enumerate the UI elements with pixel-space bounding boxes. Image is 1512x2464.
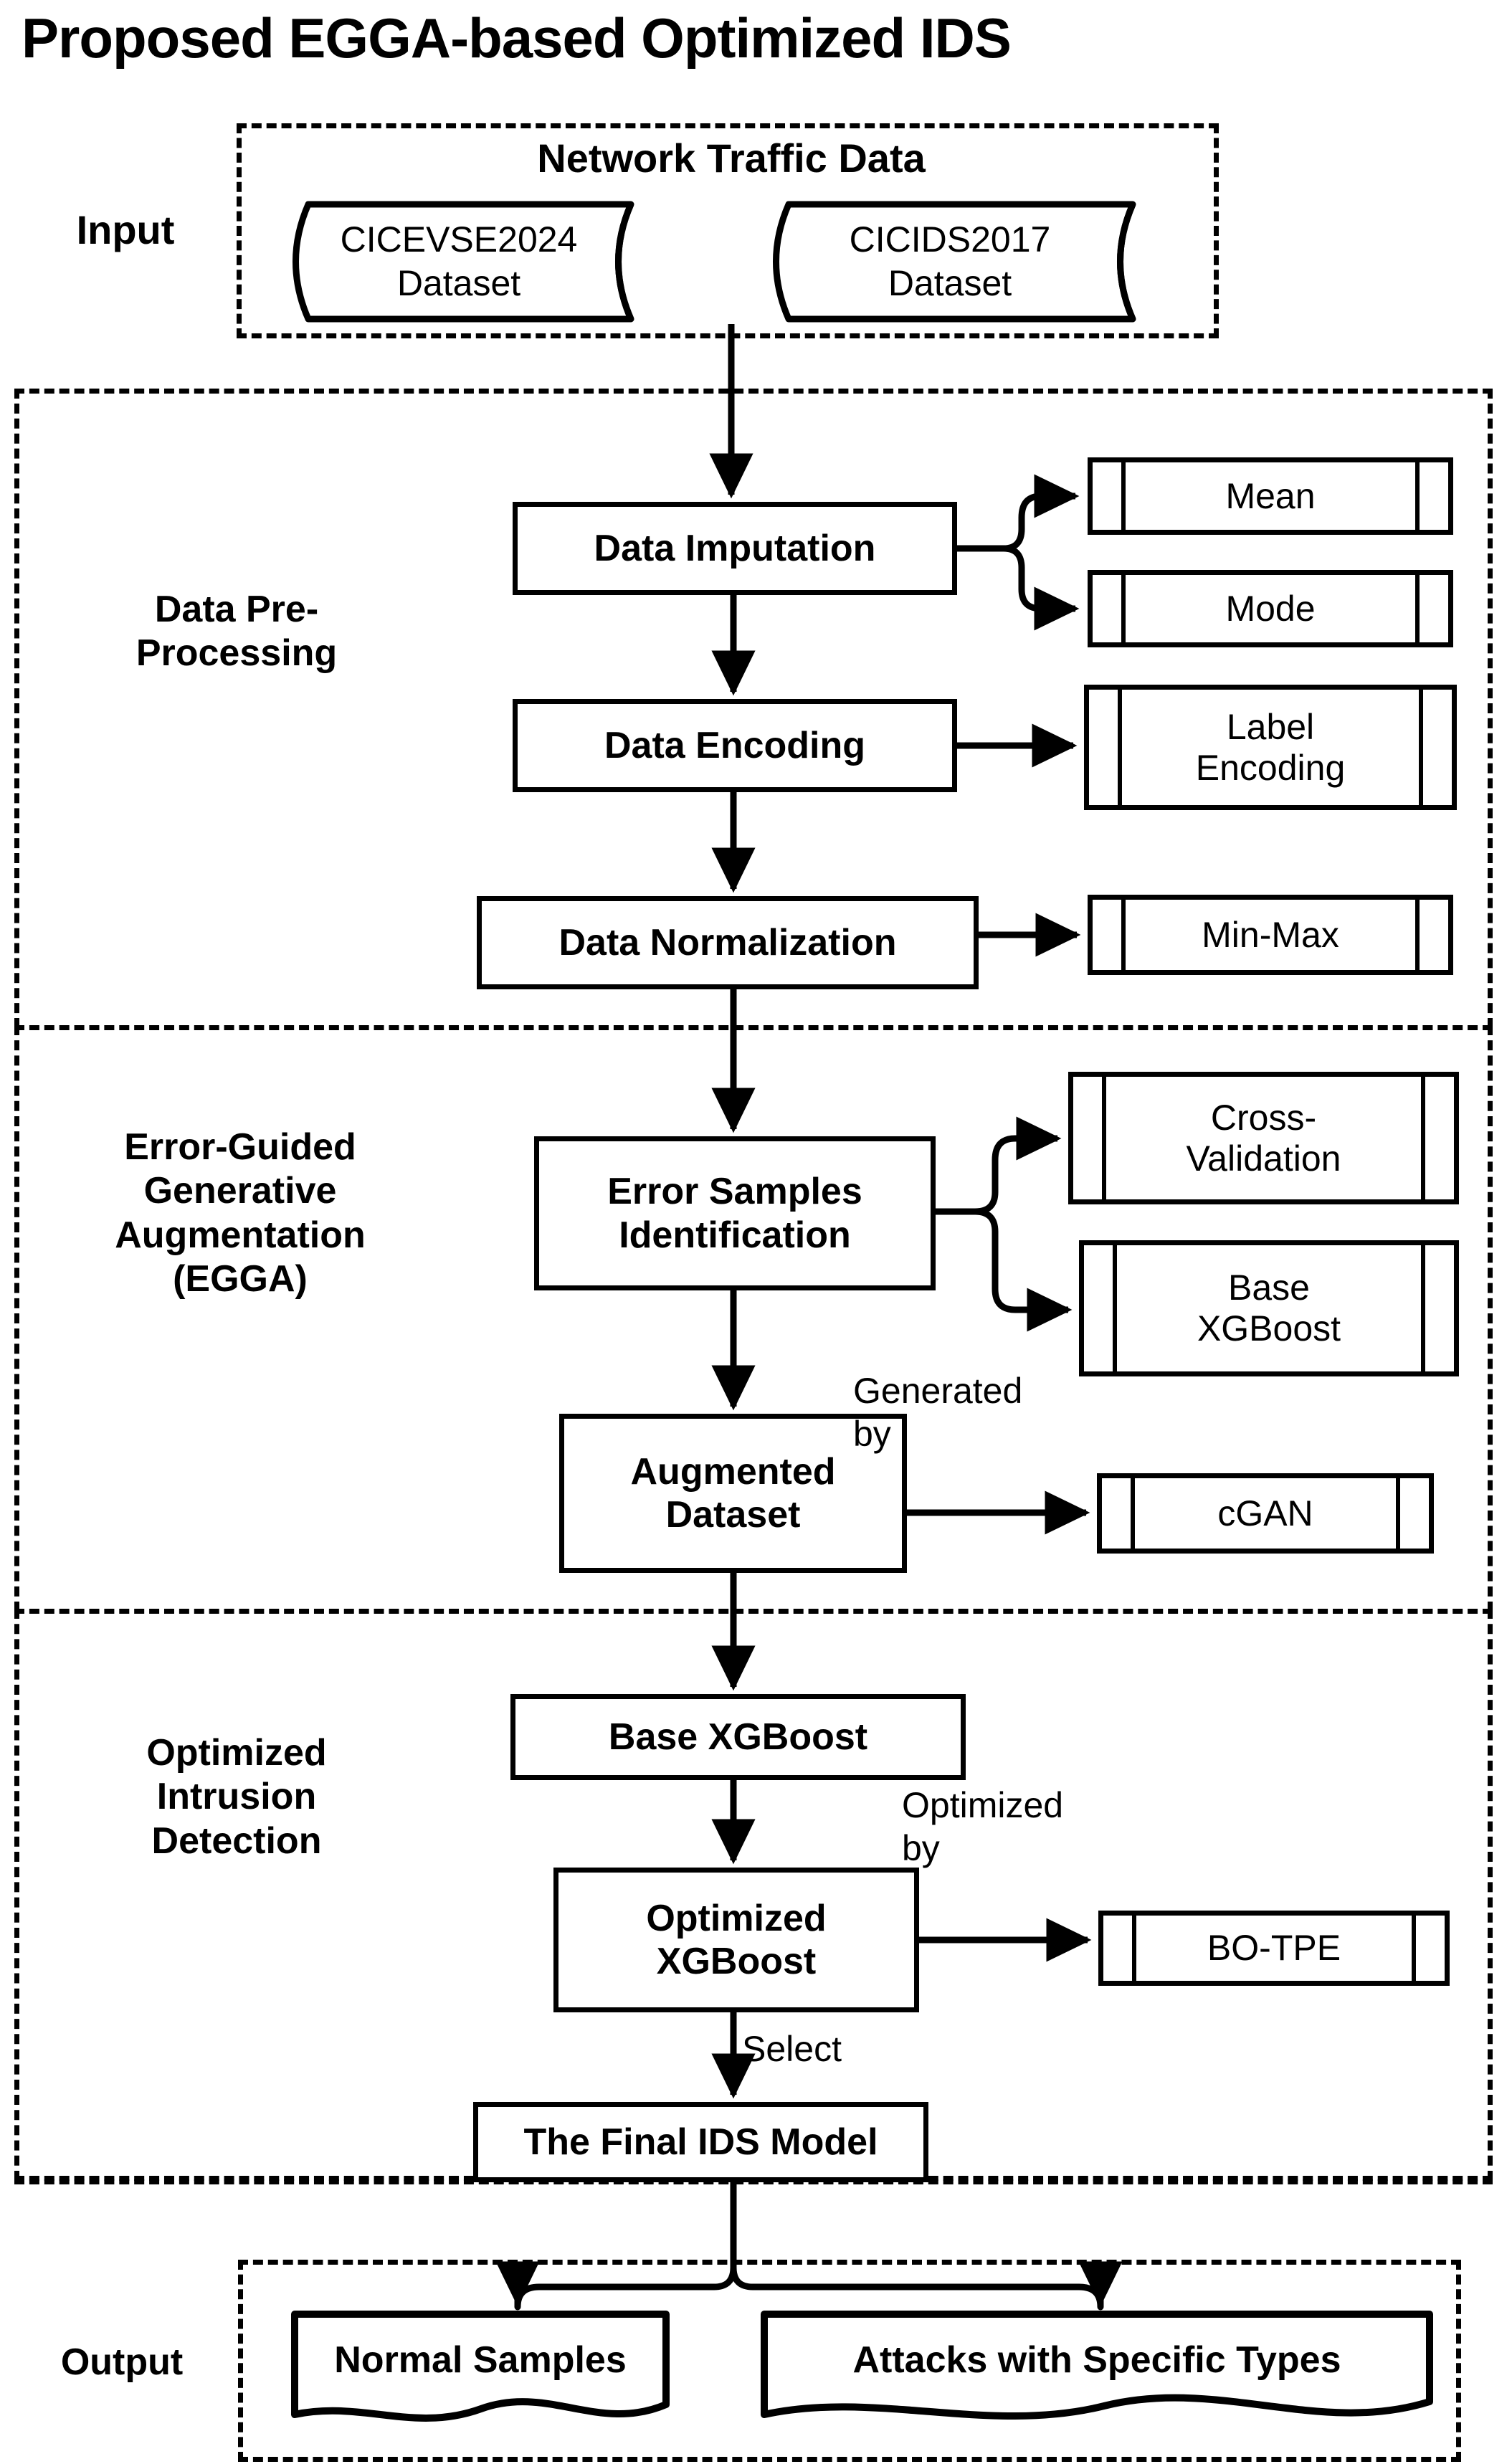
input-group-title: Network Traffic Data (537, 135, 926, 181)
method-bo-tpe[interactable]: BO-TPE (1098, 1911, 1450, 1986)
output-label: Attacks with Specific Types (852, 2339, 1341, 2381)
method-cross-validation[interactable]: Cross- Validation (1068, 1072, 1459, 1204)
section-label-output: Output (60, 2341, 184, 2383)
dataset-label: CICIDS2017 Dataset (849, 219, 1051, 303)
edge-label-generated-by: Generated by (853, 1371, 1023, 1454)
preprocessing-group-frame (14, 389, 1493, 1028)
step-augmented-dataset[interactable]: Augmented Dataset (559, 1414, 907, 1573)
section-label-preprocessing: Data Pre- Processing (135, 589, 338, 675)
dataset-label: CICEVSE2024 Dataset (340, 219, 578, 303)
method-label: cGAN (1217, 1493, 1313, 1533)
method-label: Base XGBoost (1197, 1267, 1341, 1348)
divider-preprocessing-egga (14, 1025, 1493, 1030)
method-label: Min-Max (1202, 914, 1339, 955)
output-attacks-specific-types[interactable]: Attacks with Specific Types (760, 2310, 1434, 2428)
section-label-input: Input (76, 207, 175, 252)
section-label-detection: Optimized Intrusion Detection (146, 1732, 327, 1862)
page-title: Proposed EGGA-based Optimized IDS (22, 6, 1012, 70)
divider-egga-detection (14, 1609, 1493, 1614)
edge-label-optimized-by: Optimized by (902, 1785, 1064, 1868)
step-data-normalization[interactable]: Data Normalization (477, 896, 979, 989)
step-data-encoding[interactable]: Data Encoding (513, 699, 957, 792)
method-mode[interactable]: Mode (1088, 570, 1453, 647)
method-base-xgboost[interactable]: Base XGBoost (1079, 1240, 1459, 1376)
method-label: Label Encoding (1195, 706, 1346, 788)
method-label: Cross- Validation (1186, 1097, 1341, 1179)
output-label: Normal Samples (334, 2339, 627, 2381)
section-label-egga: Error-Guided Generative Augmentation (EG… (115, 1126, 366, 1300)
method-cgan[interactable]: cGAN (1097, 1473, 1434, 1554)
step-error-samples-identification[interactable]: Error Samples Identification (534, 1136, 936, 1290)
method-min-max[interactable]: Min-Max (1088, 895, 1453, 975)
egga-group-frame (14, 1025, 1493, 1612)
output-normal-samples[interactable]: Normal Samples (290, 2310, 670, 2428)
output-group-frame (238, 2260, 1461, 2462)
method-label: BO-TPE (1207, 1928, 1341, 1968)
method-mean[interactable]: Mean (1088, 457, 1453, 535)
edge-label-select: Select (742, 2029, 842, 2069)
method-label: Mean (1225, 475, 1316, 516)
dataset-cylinder-cicevse2024[interactable]: CICEVSE2024 Dataset (280, 201, 660, 323)
input-group-frame (237, 123, 1219, 338)
method-label: Mode (1225, 588, 1316, 629)
dataset-cylinder-cicids2017[interactable]: CICIDS2017 Dataset (760, 201, 1161, 323)
step-final-ids-model[interactable]: The Final IDS Model (473, 2102, 928, 2182)
step-data-imputation[interactable]: Data Imputation (513, 502, 957, 595)
step-optimized-xgboost[interactable]: Optimized XGBoost (553, 1868, 919, 2012)
step-base-xgboost[interactable]: Base XGBoost (510, 1694, 966, 1780)
method-label-encoding[interactable]: Label Encoding (1084, 685, 1457, 810)
